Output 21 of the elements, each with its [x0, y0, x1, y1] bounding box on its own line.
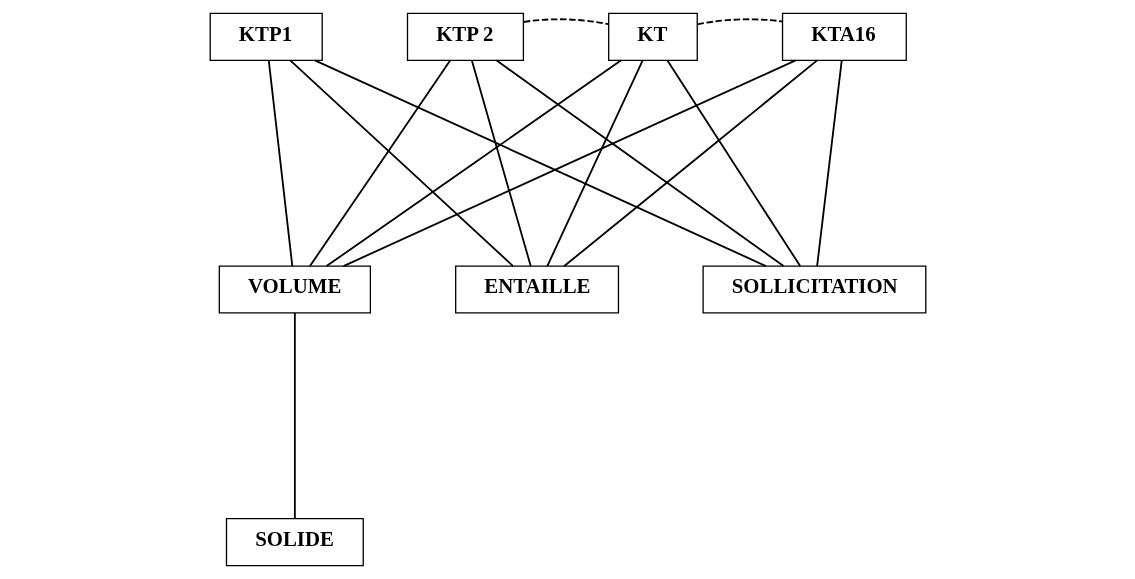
connector: [815, 59, 843, 267]
node-box: SOLLICITATION: [701, 265, 926, 314]
node-box: VOLUME: [218, 265, 371, 314]
node-box: KTP1: [209, 12, 323, 61]
node-box: SOLIDE: [225, 518, 364, 567]
connector: [267, 59, 293, 267]
connector: [522, 18, 609, 26]
connector: [288, 59, 514, 267]
node-box: KTP 2: [406, 12, 524, 61]
connector: [470, 59, 532, 267]
connector: [495, 59, 784, 267]
connector: [325, 59, 622, 267]
connector: [293, 312, 296, 520]
node-box: KT: [607, 12, 698, 61]
node-box: ENTAILLE: [454, 265, 619, 314]
connector: [665, 59, 801, 267]
connector: [545, 59, 644, 267]
connector: [308, 59, 451, 267]
connector: [562, 59, 818, 267]
connector: [696, 18, 783, 26]
node-box: KTA16: [781, 12, 907, 61]
